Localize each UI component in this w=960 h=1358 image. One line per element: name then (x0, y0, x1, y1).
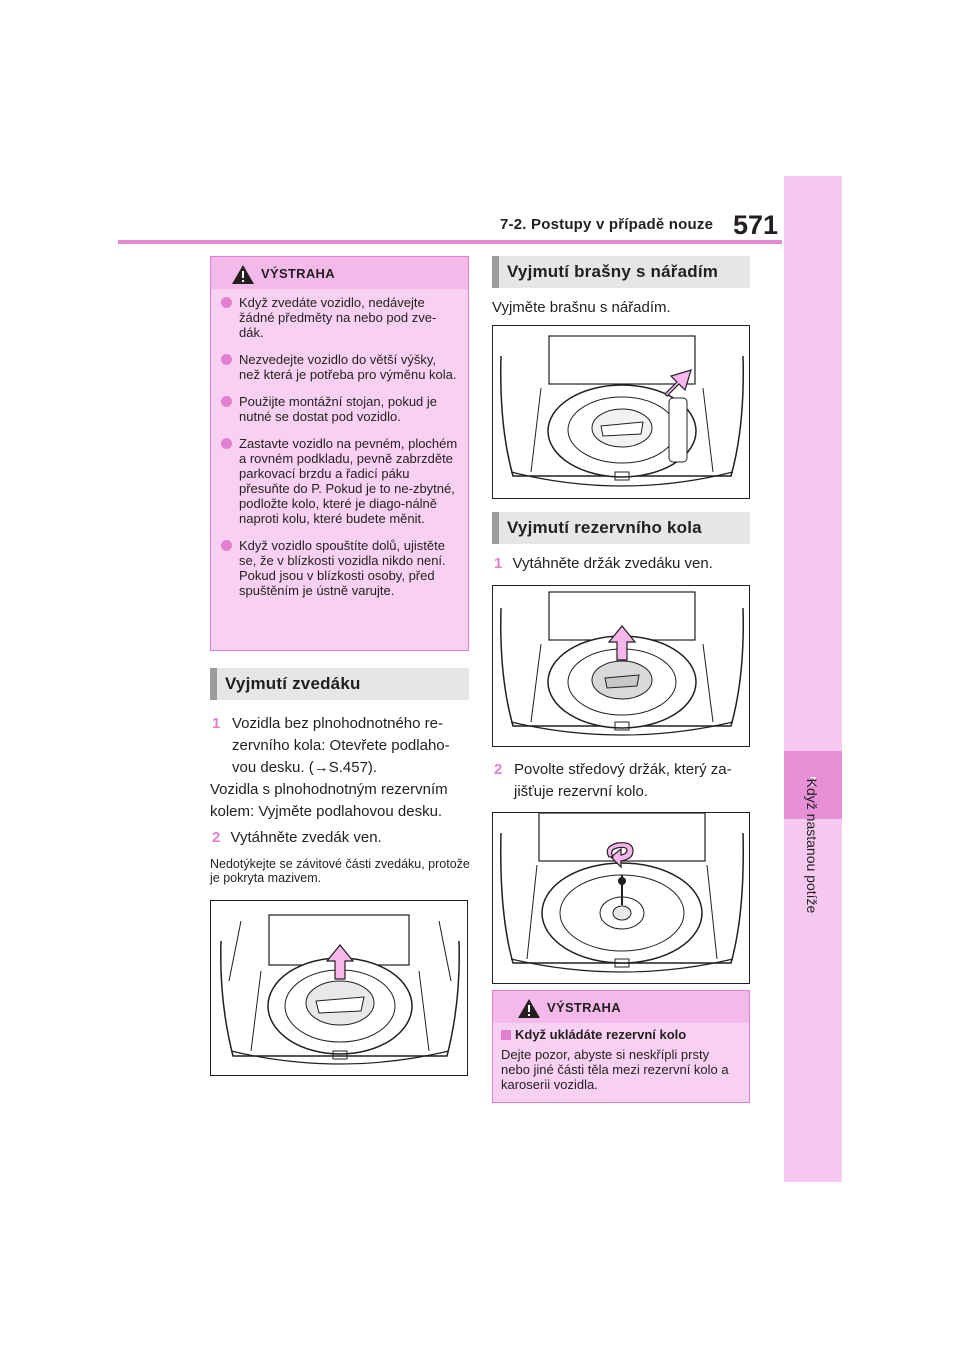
chapter-number-box (784, 751, 842, 819)
heading-remove-toolbag: Vyjmutí brašny s nářadím (492, 256, 750, 288)
step-number: 1 (212, 715, 221, 732)
jack-note: Nedotýkejte se závitové části zvedáku, p… (210, 857, 470, 885)
arrow-up-icon (325, 944, 355, 980)
bullet-icon (221, 354, 232, 365)
warning-subheading: Když ukládáte rezervní kolo (501, 1027, 741, 1043)
chapter-label: Když nastanou potíže (804, 778, 820, 914)
jack-step-1: 1 Vozidla bez plnohodnotného re-zervního… (212, 715, 450, 776)
bullet-icon (221, 396, 232, 407)
figure-remove-jack (210, 900, 468, 1076)
toolbag-text: Vyjměte brašnu s nářadím. (492, 299, 671, 316)
chapter-side-tab: 7 Když nastanou potíže (784, 176, 842, 1182)
figure-remove-toolbag (492, 325, 750, 499)
bullet-icon (221, 297, 232, 308)
square-bullet-icon (501, 1030, 511, 1040)
figure-remove-jack-holder (492, 585, 750, 747)
section-title: 7-2. Postupy v případě nouze (500, 216, 714, 233)
step-number: 2 (494, 761, 503, 778)
jack-step-1-alt: Vozidla s plnohodnotným rezervním kolem:… (210, 781, 448, 820)
heading-remove-jack: Vyjmutí zvedáku (210, 668, 469, 700)
arrow-diagonal-icon (664, 369, 692, 397)
warning-title: VÝSTRAHA (261, 266, 335, 281)
step-number: 1 (494, 555, 503, 572)
warning-item: Použijte montážní stojan, pokud je nutné… (221, 394, 458, 424)
warning-triangle-icon (232, 265, 254, 284)
step-number: 2 (212, 829, 221, 846)
warning-box-bottom: VÝSTRAHA Když ukládáte rezervní kolo Dej… (492, 990, 750, 1103)
spare-step-2: 2 Povolte středový držák, který za-jišťu… (494, 761, 732, 800)
page-number: 571 (733, 210, 779, 240)
warning-item: Když vozidlo spouštíte dolů, ujistěte se… (221, 538, 458, 598)
figure-loosen-center-holder (492, 812, 750, 984)
chapter-number: 7 (809, 774, 817, 789)
heading-remove-spare-tire: Vyjmutí rezervního kola (492, 512, 750, 544)
warning-triangle-icon (518, 999, 540, 1018)
bullet-icon (221, 438, 232, 449)
warning-item: Když zvedáte vozidlo, nedávejte žádné př… (221, 295, 458, 340)
spare-step-1: 1 Vytáhněte držák zvedáku ven. (494, 555, 713, 572)
warning-title: VÝSTRAHA (547, 1000, 621, 1015)
arrow-up-icon (607, 625, 637, 661)
header-rule (118, 240, 782, 244)
warning-header: VÝSTRAHA (211, 257, 468, 289)
rotate-arrow-icon (606, 842, 634, 869)
warning-text: Dejte pozor, abyste si neskřípli prsty n… (501, 1047, 729, 1092)
jack-step-2: 2 Vytáhněte zvedák ven. (212, 829, 382, 846)
bullet-icon (221, 540, 232, 551)
warning-box-top: VÝSTRAHA Když zvedáte vozidlo, nedávejte… (210, 256, 469, 651)
warning-item: Nezvedejte vozidlo do větší výšky, než k… (221, 352, 458, 382)
warning-header: VÝSTRAHA (493, 991, 749, 1023)
warning-item: Zastavte vozidlo na pevném, plochém a ro… (221, 436, 458, 526)
